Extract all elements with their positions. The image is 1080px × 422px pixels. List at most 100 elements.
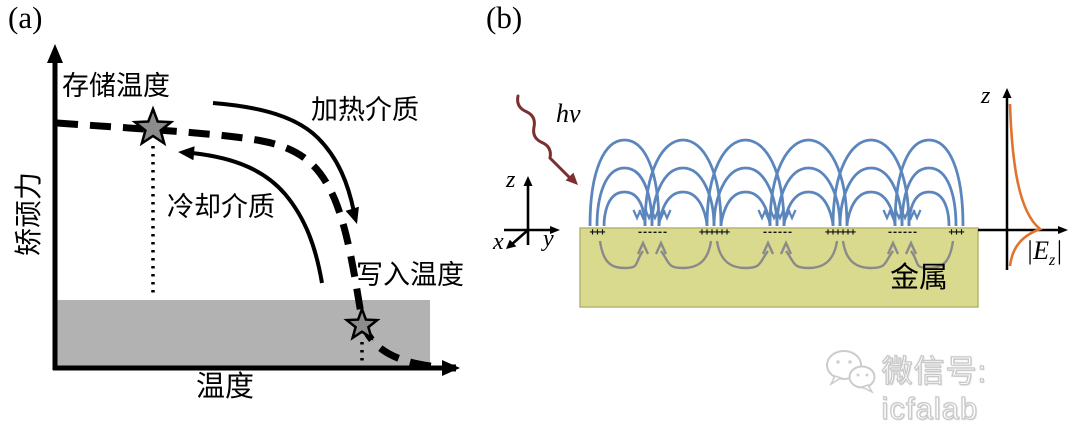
internal-field-arc xyxy=(785,240,839,270)
internal-field-arrowhead-icon xyxy=(779,240,793,255)
panel-a-plot xyxy=(47,44,460,376)
field-line-arc xyxy=(602,190,647,227)
coercivity-curve xyxy=(56,119,457,372)
heating-medium-label: 加热介质 xyxy=(311,95,419,125)
internal-field-arrowhead-icon xyxy=(761,240,775,255)
field-line-arc xyxy=(893,138,965,227)
field-line-arrowhead-icon xyxy=(781,209,791,221)
internal-field-arrowhead-icon xyxy=(636,240,650,255)
field-line-arrowhead-icon xyxy=(900,209,910,221)
field-line-arc xyxy=(643,138,723,227)
heating-path-curve xyxy=(212,101,356,213)
photon-wavy-line xyxy=(516,94,573,181)
field-line-arrowhead-icon xyxy=(662,209,672,221)
cooling-arrowhead-icon xyxy=(178,146,195,161)
ez-open: |E xyxy=(1026,236,1050,265)
a-x-axis-label: 温度 xyxy=(196,371,255,403)
z-axis-arrowhead-icon xyxy=(523,176,533,186)
axis-z-label: z xyxy=(506,167,516,193)
ez-decay-curve xyxy=(1008,103,1043,267)
field-line-arrowhead-icon xyxy=(632,209,642,221)
field-line-arrowhead-icon xyxy=(769,209,779,221)
ez-decay-plot xyxy=(978,88,1068,270)
ez-plot-z-label: z xyxy=(981,83,991,109)
surface-field-lines xyxy=(588,138,965,227)
internal-field-arrowhead-icon xyxy=(654,240,668,255)
panel-a-tag: (a) xyxy=(8,0,43,35)
ez-sub: z xyxy=(1049,252,1056,270)
photon-arrowhead-icon xyxy=(565,172,578,185)
surface-charge: +++ xyxy=(589,227,605,238)
internal-field-lines xyxy=(598,240,955,270)
ez-close: | xyxy=(1055,236,1063,265)
cooling-medium-label: 冷却介质 xyxy=(167,192,275,222)
write-temp-star-icon xyxy=(343,305,381,341)
write-temp-label: 写入温度 xyxy=(356,260,464,290)
field-line-arrowhead-icon xyxy=(757,209,767,221)
internal-field-arc xyxy=(841,240,894,270)
field-line-arrowhead-icon xyxy=(650,209,660,221)
field-line-arc xyxy=(838,166,904,227)
ez-magnitude-label: |Ez| xyxy=(1026,237,1062,270)
field-line-arrowhead-icon xyxy=(775,209,785,221)
field-line-arrowhead-icon xyxy=(888,209,898,221)
internal-field-arrowhead-icon xyxy=(886,240,900,255)
a-y-axis-label: 矫顽力 xyxy=(14,172,45,257)
photon-wave xyxy=(516,94,578,185)
cooling-path-curve xyxy=(191,151,324,284)
panel-b-tag: (b) xyxy=(486,0,523,35)
x-axis-arrowhead-icon-b xyxy=(506,239,517,249)
low-coercivity-band xyxy=(57,300,430,366)
storage-temp-star-icon xyxy=(131,105,175,147)
field-line-arc xyxy=(907,190,951,227)
internal-field-arc xyxy=(715,240,769,270)
field-line-arrowhead-icon xyxy=(638,209,648,221)
surface-charge: ++++++ xyxy=(824,227,856,238)
field-line-arc xyxy=(712,166,779,227)
internal-field-arc xyxy=(910,240,955,270)
field-line-arc xyxy=(768,138,849,227)
ez-x-axis-arrowhead-icon xyxy=(1058,226,1068,234)
field-line-arrowhead-icon xyxy=(882,209,892,221)
field-line-arc xyxy=(900,166,958,227)
x-axis-line-b xyxy=(510,229,529,246)
field-line-arc xyxy=(588,138,661,227)
ez-z-axis-arrowhead-icon xyxy=(1002,88,1012,98)
watermark-text: 微信号: icfalab xyxy=(881,353,988,422)
internal-field-arrowhead-icon xyxy=(904,240,918,255)
field-line-arc xyxy=(657,190,709,227)
field-line-arrowhead-icon xyxy=(912,209,922,221)
field-line-arc xyxy=(775,166,842,227)
field-line-arc xyxy=(831,138,911,227)
field-line-arrowhead-icon xyxy=(644,209,654,221)
field-line-arrowhead-icon xyxy=(906,209,916,221)
coordinate-axes xyxy=(504,183,554,246)
field-line-arc xyxy=(719,190,772,227)
heating-arrowhead-icon xyxy=(345,206,359,224)
field-line-arrowhead-icon xyxy=(787,209,797,221)
field-line-arc xyxy=(845,190,897,227)
storage-temp-label: 存储温度 xyxy=(62,71,170,101)
internal-field-arc xyxy=(598,240,644,270)
surface-charge: ++++++ xyxy=(698,227,730,238)
y-axis-arrowhead-icon-b xyxy=(550,226,560,234)
field-line-arc xyxy=(650,166,716,227)
photon-energy-label: hv xyxy=(556,99,581,128)
y-axis-arrowhead-icon xyxy=(47,44,63,63)
metal-slab xyxy=(579,227,979,308)
field-line-arc xyxy=(705,138,786,227)
axis-x-label: x xyxy=(493,229,504,255)
wechat-icon xyxy=(826,350,876,394)
surface-charge: ------ xyxy=(886,227,918,238)
axis-y-label: y xyxy=(543,226,554,252)
panel-b-schematic xyxy=(504,88,1068,308)
internal-field-arc xyxy=(660,240,713,270)
field-line-arrowhead-icon xyxy=(763,209,773,221)
metal-label: 金属 xyxy=(890,262,949,294)
surface-charge: ------ xyxy=(761,227,793,238)
field-line-arc xyxy=(595,166,654,227)
field-line-arrowhead-icon xyxy=(894,209,904,221)
x-axis-arrowhead-icon xyxy=(442,360,460,376)
